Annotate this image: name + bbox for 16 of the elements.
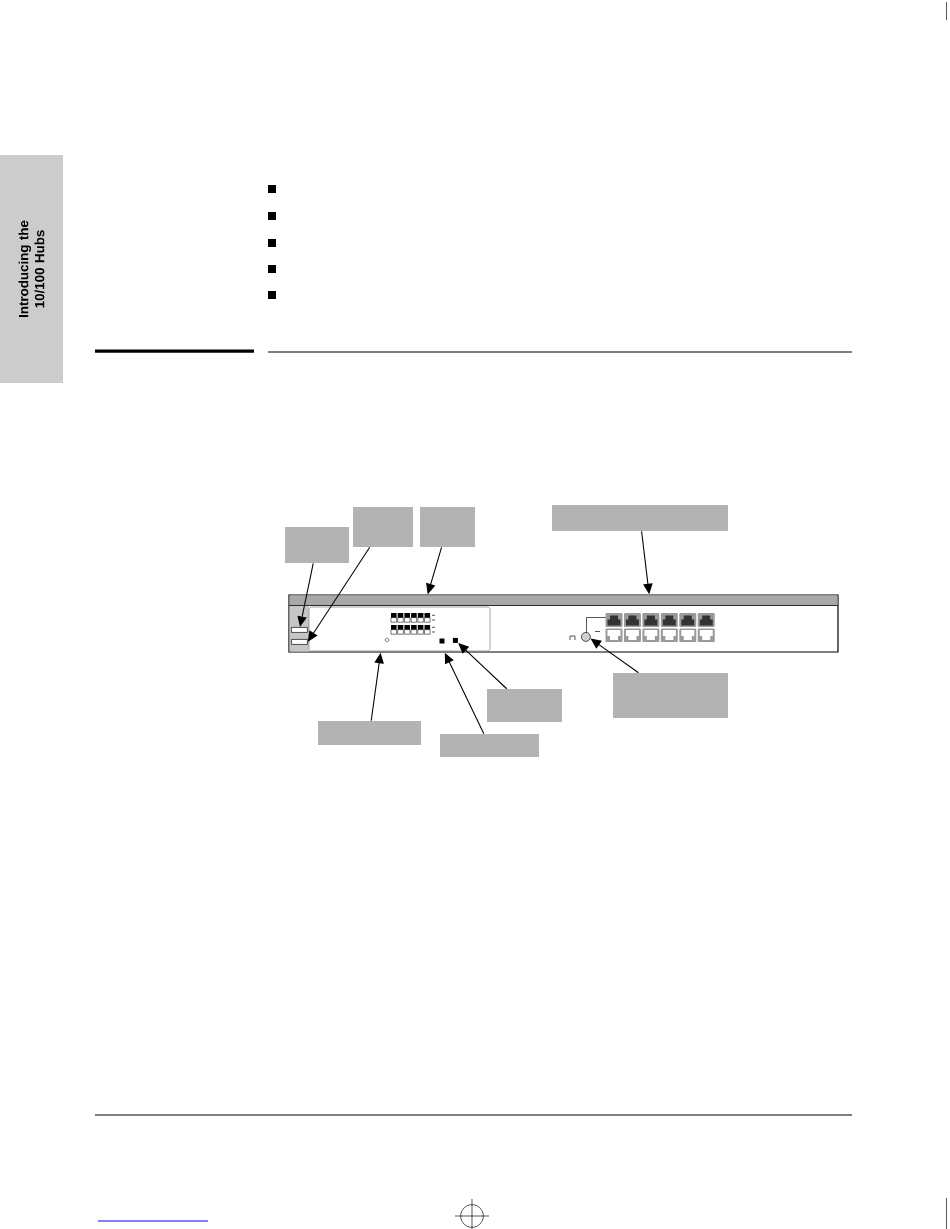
push-button <box>291 639 308 645</box>
leader-line <box>458 643 508 690</box>
side-tab: Introducing the 10/100 Hubs <box>0 155 63 383</box>
callout-box <box>440 734 539 757</box>
callout-box <box>613 673 728 718</box>
leader-line <box>307 546 371 642</box>
callout-box <box>353 507 413 547</box>
callout-box <box>552 505 728 531</box>
push-button <box>291 627 308 633</box>
round-button <box>581 632 591 642</box>
callout-box <box>285 527 349 563</box>
callout-box <box>420 507 475 547</box>
callout-box <box>318 721 421 745</box>
callout-box <box>487 689 562 722</box>
hub-front-panel <box>288 594 839 653</box>
led-indicator <box>452 637 458 643</box>
